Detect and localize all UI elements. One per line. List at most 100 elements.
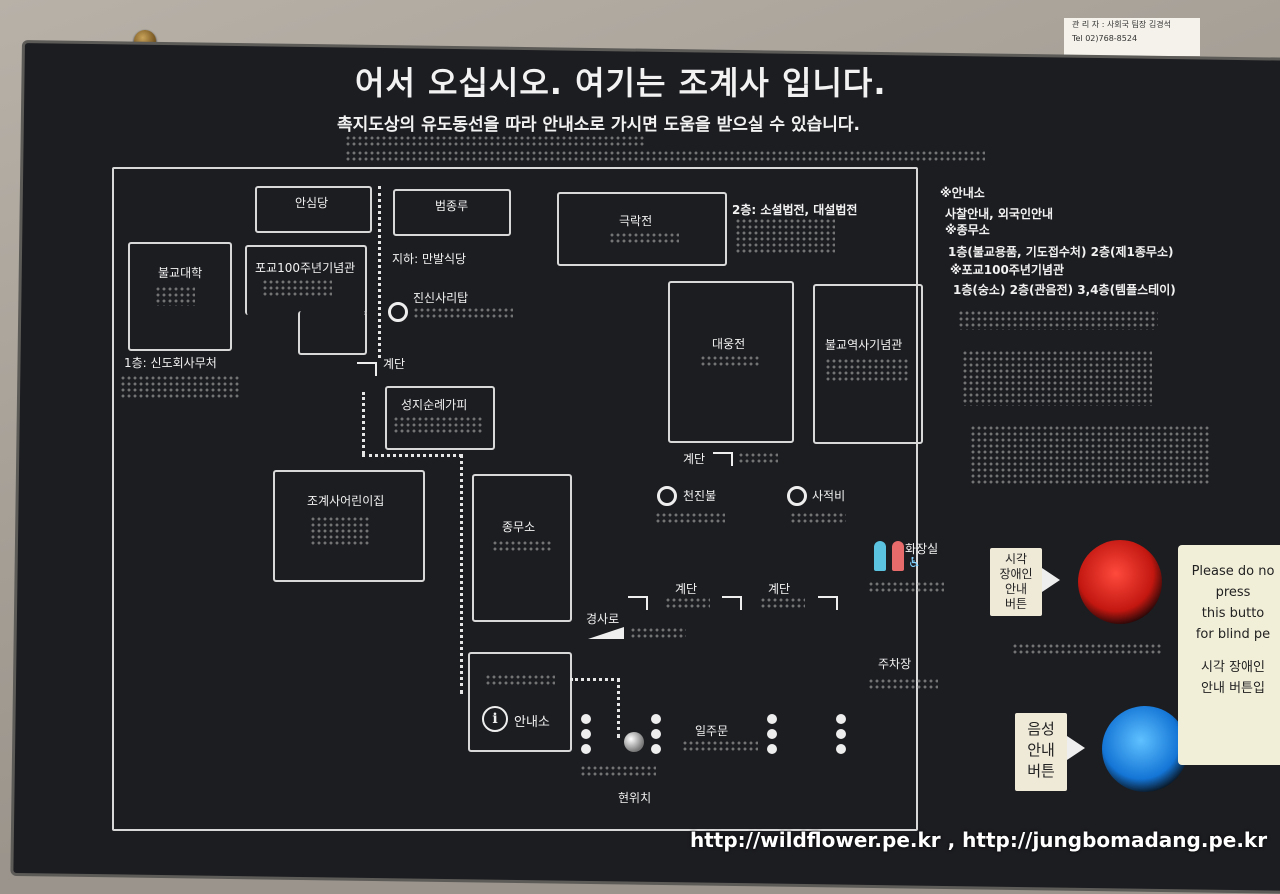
braille-text <box>735 218 835 254</box>
building-beomjongru: 범종루 <box>393 189 511 236</box>
card-line: for blind pe <box>1195 627 1271 642</box>
cheonjinbul-label: 천진불 <box>683 489 717 503</box>
phone-line: Tel 02)768-8524 <box>1072 34 1138 43</box>
voice-guide-button[interactable] <box>1102 706 1188 792</box>
pillar-dot <box>836 714 846 724</box>
braille-text <box>655 512 725 524</box>
male-restroom-icon <box>874 541 886 571</box>
cheonjinbul-marker-icon <box>657 486 677 506</box>
welcome-title: 어서 오십시오. 여기는 조계사 입니다. <box>355 64 887 102</box>
blind-guide-tag: 시각 장애인 안내 버튼 <box>990 548 1042 616</box>
braille-text <box>868 678 938 690</box>
underground-label: 지하: 만발식당 <box>392 252 467 266</box>
legend-pogyo-title: ※포교100주년기념관 <box>950 263 1064 277</box>
braille-text <box>970 425 1210 485</box>
pillar-dot <box>767 714 777 724</box>
map-border <box>112 167 918 831</box>
braille-text <box>682 740 758 752</box>
notice-card: Please do no press this butto for blind … <box>1178 545 1280 765</box>
braille-text <box>825 358 909 382</box>
card-line: 안내 버튼입 <box>1201 681 1265 696</box>
tag-line: 장애인 <box>999 567 1033 581</box>
guide-path <box>570 678 620 681</box>
guide-path <box>460 454 463 694</box>
current-location-label: 현위치 <box>618 791 652 805</box>
braille-text <box>1012 643 1162 655</box>
building-label: 대웅전 <box>712 337 746 351</box>
stairs-icon <box>357 362 377 376</box>
legend-jongmuso-desc: 1층(불교용품, 기도접수처) 2층(제1종무소) <box>948 245 1174 259</box>
pillar-dot <box>767 729 777 739</box>
braille-text <box>962 350 1152 406</box>
sajeokbi-marker-icon <box>787 486 807 506</box>
stairs-icon <box>818 596 838 610</box>
voice-guide-tag: 음성 안내 버튼 <box>1015 713 1067 791</box>
braille-text <box>155 286 195 306</box>
guide-path <box>617 678 620 738</box>
braille-text <box>958 310 1158 330</box>
tag-line: 안내 <box>1004 582 1028 596</box>
building-label: 불교역사기념관 <box>825 338 903 352</box>
building-label: 범종루 <box>435 199 469 213</box>
pillar-dot <box>651 729 661 739</box>
building-label: 조계사어린이집 <box>307 494 385 508</box>
ramp-label: 경사로 <box>586 612 620 626</box>
first-floor-label: 1층: 신도회사무처 <box>124 356 217 370</box>
pillar-dot <box>836 744 846 754</box>
braille-text <box>760 597 805 609</box>
tag-line: 버튼 <box>1004 597 1028 611</box>
braille-text <box>393 416 483 434</box>
legend-pogyo-desc: 1층(숭소) 2층(관음전) 3,4층(템플스테이) <box>953 283 1176 297</box>
stairs-icon <box>713 452 733 466</box>
blind-guide-button[interactable] <box>1078 540 1162 624</box>
building-info-center: i 안내소 <box>468 652 572 752</box>
manager-line: 관 리 자 : 사회국 팀장 김경석 <box>1072 20 1171 29</box>
card-line: this butto <box>1201 606 1265 621</box>
current-location-icon <box>624 732 644 752</box>
braille-text <box>790 512 846 524</box>
pillar-dot <box>581 744 591 754</box>
building-label: 성지순례가피 <box>401 398 468 412</box>
building-daeungjeon: 대웅전 <box>668 281 794 443</box>
building-label: 종무소 <box>502 520 536 534</box>
building-pogyo100-annex <box>298 311 367 355</box>
female-restroom-icon <box>892 541 904 571</box>
pillar-dot <box>767 744 777 754</box>
braille-text <box>345 150 985 162</box>
guide-path <box>378 186 381 358</box>
stairs-icon <box>722 596 742 610</box>
stairs-label: 계단 <box>768 582 791 596</box>
pillar-dot <box>581 714 591 724</box>
building-pogyo100: 포교100주년기념관 <box>245 245 367 315</box>
stairs-label: 계단 <box>383 357 406 371</box>
stupa-marker-icon <box>388 302 408 322</box>
braille-text <box>120 375 240 399</box>
braille-text <box>413 307 513 319</box>
building-bulgyodaehak: 불교대학 <box>128 242 232 351</box>
braille-text <box>700 355 760 367</box>
tag-line: 안내 <box>1027 741 1055 759</box>
building-geungnakjeon: 극락전 <box>557 192 727 266</box>
card-line: press <box>1215 585 1251 600</box>
braille-text <box>310 516 370 546</box>
building-kindergarten: 조계사어린이집 <box>273 470 425 582</box>
braille-text <box>345 135 645 147</box>
braille-text <box>262 279 332 297</box>
braille-text <box>492 540 552 552</box>
legend-info-desc: 사찰안내, 외국인안내 <box>945 207 1054 221</box>
building-ansimdang: 안심당 <box>255 186 372 233</box>
braille-text <box>868 581 944 593</box>
braille-text <box>580 765 656 777</box>
braille-text <box>738 452 778 464</box>
building-label: 안심당 <box>295 196 329 210</box>
building-label: 포교100주년기념관 <box>255 261 356 275</box>
wheelchair-icon: ♿ <box>908 555 921 571</box>
manager-sticker: 관 리 자 : 사회국 팀장 김경석 Tel 02)768-8524 <box>1064 18 1200 56</box>
welcome-subtitle: 촉지도상의 유도동선을 따라 안내소로 가시면 도움을 받으실 수 있습니다. <box>337 115 861 135</box>
stairs-label: 계단 <box>675 582 698 596</box>
pillar-dot <box>581 729 591 739</box>
tag-line: 음성 <box>1027 720 1055 738</box>
guide-path <box>362 454 462 457</box>
guide-path <box>362 392 365 454</box>
sajeokbi-label: 사적비 <box>812 489 846 503</box>
